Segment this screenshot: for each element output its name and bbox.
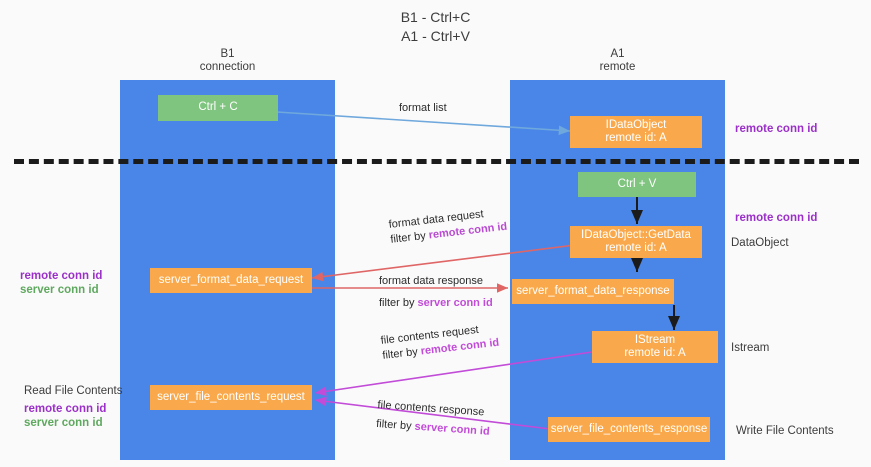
filter-highlight: server conn id	[414, 420, 491, 438]
label-remote-conn-id-mid: remote conn id	[735, 212, 818, 224]
label-remote-conn-id-top: remote conn id	[735, 123, 818, 135]
column-header-b1: B1 connection	[120, 48, 335, 74]
filter-prefix: filter by	[389, 229, 430, 246]
filter-prefix: filter by	[379, 297, 418, 309]
label-left-remote-conn-id-2: remote conn id	[24, 403, 107, 415]
label-dataobject: DataObject	[731, 237, 789, 249]
box-server-format-data-request[interactable]: server_format_data_request	[150, 268, 312, 293]
column-header-b1-name: B1	[220, 48, 235, 60]
box-idataobject-sub: remote id: A	[605, 132, 667, 144]
box-istream-sub: remote id: A	[624, 347, 686, 359]
box-server-format-data-response[interactable]: server_format_data_response	[512, 279, 674, 304]
label-write-file-contents: Write File Contents	[736, 425, 834, 437]
arrow-label-file-contents-response: file contents response filter by server …	[376, 398, 492, 440]
box-istream-title: IStream	[634, 333, 676, 346]
box-server-file-contents-response-label: server_file_contents_response	[550, 422, 708, 435]
column-header-b1-role: connection	[199, 61, 256, 73]
arrow-label-file-contents-response-line2: filter by server conn id	[376, 417, 490, 440]
box-ctrl-c[interactable]: Ctrl + C	[158, 95, 278, 121]
phase-divider	[14, 159, 859, 164]
box-idataobject-getdata[interactable]: IDataObject::GetData remote id: A	[570, 226, 702, 258]
box-idataobject-title: IDataObject	[605, 118, 667, 131]
arrow-label-file-contents-request: file contents request filter by remote c…	[380, 321, 500, 364]
box-server-format-data-request-label: server_format_data_request	[158, 273, 304, 286]
box-server-file-contents-request[interactable]: server_file_contents_request	[150, 385, 312, 410]
label-left-remote-conn-id-1: remote conn id	[20, 270, 103, 282]
title-line-2: A1 - Ctrl+V	[401, 28, 470, 44]
title-line-1: B1 - Ctrl+C	[400, 9, 471, 25]
box-ctrl-v-label: Ctrl + V	[617, 177, 657, 190]
arrow-label-format-data-response-line2: filter by server conn id	[379, 296, 493, 311]
box-ctrl-v[interactable]: Ctrl + V	[578, 172, 696, 197]
arrow-label-format-list: format list	[399, 102, 447, 114]
filter-prefix: filter by	[375, 417, 416, 433]
label-left-server-conn-id-2: server conn id	[24, 417, 103, 429]
box-server-file-contents-response[interactable]: server_file_contents_response	[548, 417, 710, 442]
box-server-format-data-response-label: server_format_data_response	[516, 284, 670, 297]
box-idataobject-getdata-title: IDataObject::GetData	[581, 228, 691, 241]
box-server-file-contents-request-label: server_file_contents_request	[157, 390, 305, 403]
column-header-a1: A1 remote	[510, 48, 725, 74]
diagram-title: B1 - Ctrl+C A1 - Ctrl+V	[0, 8, 871, 46]
arrow-label-format-data-request: format data request filter by remote con…	[388, 205, 508, 248]
label-istream: Istream	[731, 342, 770, 354]
filter-prefix: filter by	[381, 345, 422, 362]
label-read-file-contents: Read File Contents	[24, 385, 123, 397]
arrow-label-format-data-response-line1: format data response	[379, 275, 483, 287]
box-ctrl-c-label: Ctrl + C	[198, 101, 238, 114]
box-idataobject-getdata-sub: remote id: A	[605, 242, 667, 254]
box-istream[interactable]: IStream remote id: A	[592, 331, 718, 363]
column-header-a1-role: remote	[599, 61, 636, 73]
filter-highlight: server conn id	[417, 297, 493, 309]
arrow-label-format-data-response: format data response filter by server co…	[379, 274, 493, 311]
column-header-a1-name: A1	[610, 48, 625, 60]
label-left-server-conn-id-1: server conn id	[20, 284, 99, 296]
box-idataobject[interactable]: IDataObject remote id: A	[570, 116, 702, 148]
